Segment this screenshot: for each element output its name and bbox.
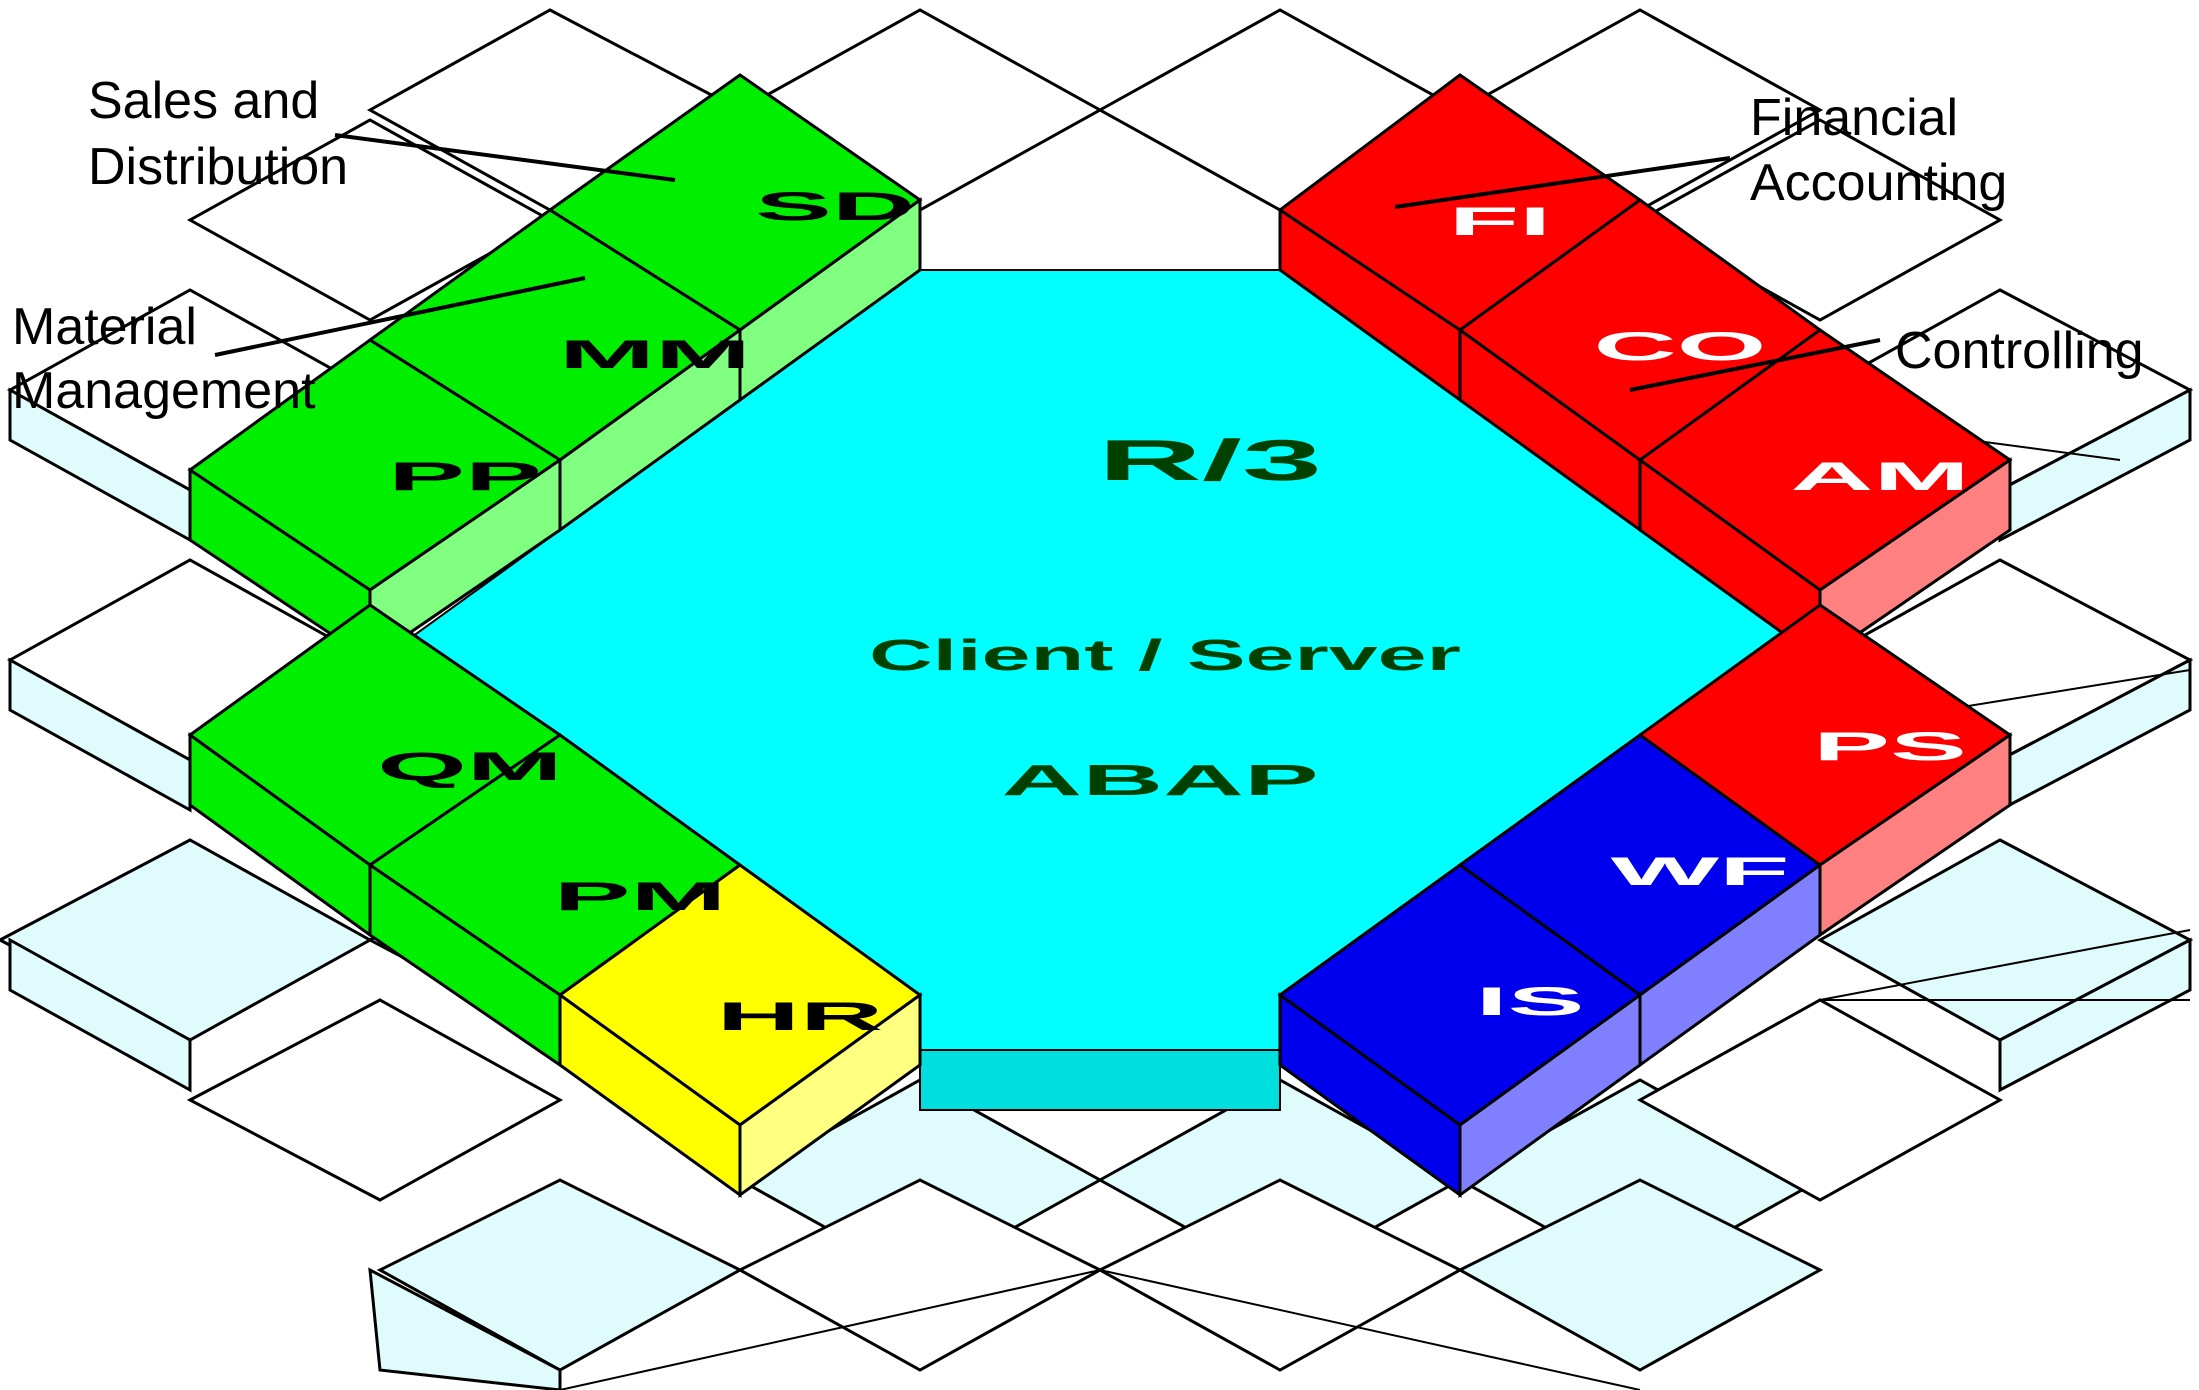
- core-language: ABAP: [1001, 756, 1318, 805]
- mm-label-line1: Material: [12, 298, 197, 356]
- module-code-co: CO: [1594, 325, 1767, 369]
- core-subtitle: Client / Server: [869, 630, 1461, 679]
- fi-label-line2: Accounting: [1750, 154, 2007, 212]
- module-code-sd: SD: [755, 185, 915, 229]
- module-code-pm: PM: [554, 875, 727, 919]
- fi-label-line1: Financial: [1750, 89, 1958, 147]
- co-label-line1: Controlling: [1895, 322, 2144, 380]
- module-code-am: AM: [1790, 455, 1969, 499]
- module-code-qm: QM: [377, 745, 563, 789]
- core-title: R/3: [1098, 429, 1322, 493]
- sd-label-line1: Sales and: [88, 72, 319, 130]
- module-code-ps: PS: [1813, 725, 1967, 769]
- module-code-pp: PP: [388, 455, 542, 499]
- module-code-is: IS: [1476, 980, 1585, 1024]
- module-code-mm: MM: [559, 333, 751, 377]
- module-code-hr: HR: [717, 995, 883, 1039]
- sd-label-line2: Distribution: [88, 138, 348, 196]
- mm-label-line2: Management: [12, 362, 316, 420]
- module-code-fi: FI: [1449, 200, 1551, 244]
- module-code-wf: WF: [1610, 850, 1789, 894]
